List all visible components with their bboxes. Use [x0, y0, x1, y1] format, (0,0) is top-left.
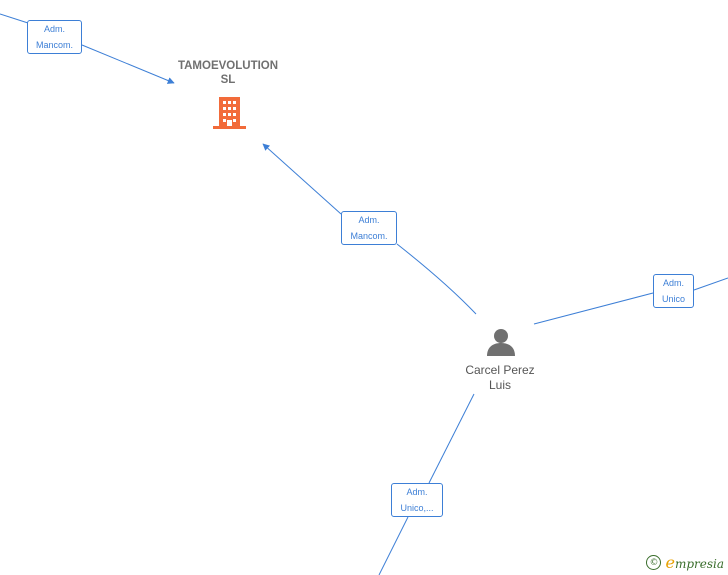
edge-label-person-bottom[interactable]: Adm. Unico,...: [391, 483, 443, 517]
empresia-watermark: © empresia: [646, 553, 724, 572]
edge-label-line2: Unico: [661, 294, 685, 304]
edge-line-right-exit: [693, 277, 728, 291]
company-name-line1: TAMOEVOLUTION: [177, 60, 279, 72]
company-name-line2: SL: [220, 74, 236, 86]
edge-line-person-company-upper: [262, 143, 342, 215]
edge-label-line1: Adm.: [406, 487, 428, 497]
person-name[interactable]: Carcel Perez Luis: [450, 363, 550, 393]
building-icon: [213, 97, 246, 129]
edge-line-person-company-lower: [396, 243, 477, 315]
empresia-logo: empresia: [665, 553, 724, 572]
edge-label-line1: Adm.: [662, 278, 684, 288]
edge-label-line1: Adm.: [43, 24, 65, 34]
edge-label-top-left[interactable]: Adm. Mancom.: [27, 20, 82, 54]
person-icon: [487, 329, 515, 356]
brand-rest: mpresia: [674, 557, 724, 571]
edge-label-line2: Mancom.: [35, 40, 73, 50]
person-name-line1: Carcel Perez: [465, 363, 535, 377]
edge-label-line1: Adm.: [358, 215, 380, 225]
edge-line-top-left-arrow: [81, 44, 175, 84]
edge-label-person-company[interactable]: Adm. Mancom.: [341, 211, 397, 245]
edge-label-line2: Unico,...: [400, 503, 434, 513]
edge-label-person-right[interactable]: Adm. Unico: [653, 274, 694, 308]
edge-line-bottom-exit: [378, 516, 409, 575]
edge-label-line2: Mancom.: [350, 231, 388, 241]
brand-initial: e: [665, 553, 675, 572]
edge-line-top-left: [0, 13, 29, 24]
company-name[interactable]: TAMOEVOLUTION SL: [162, 59, 294, 87]
edge-line-person-right: [533, 292, 654, 325]
edge-line-person-bottom: [428, 393, 475, 484]
copyright-icon: ©: [646, 555, 662, 570]
person-name-line2: Luis: [488, 378, 511, 392]
